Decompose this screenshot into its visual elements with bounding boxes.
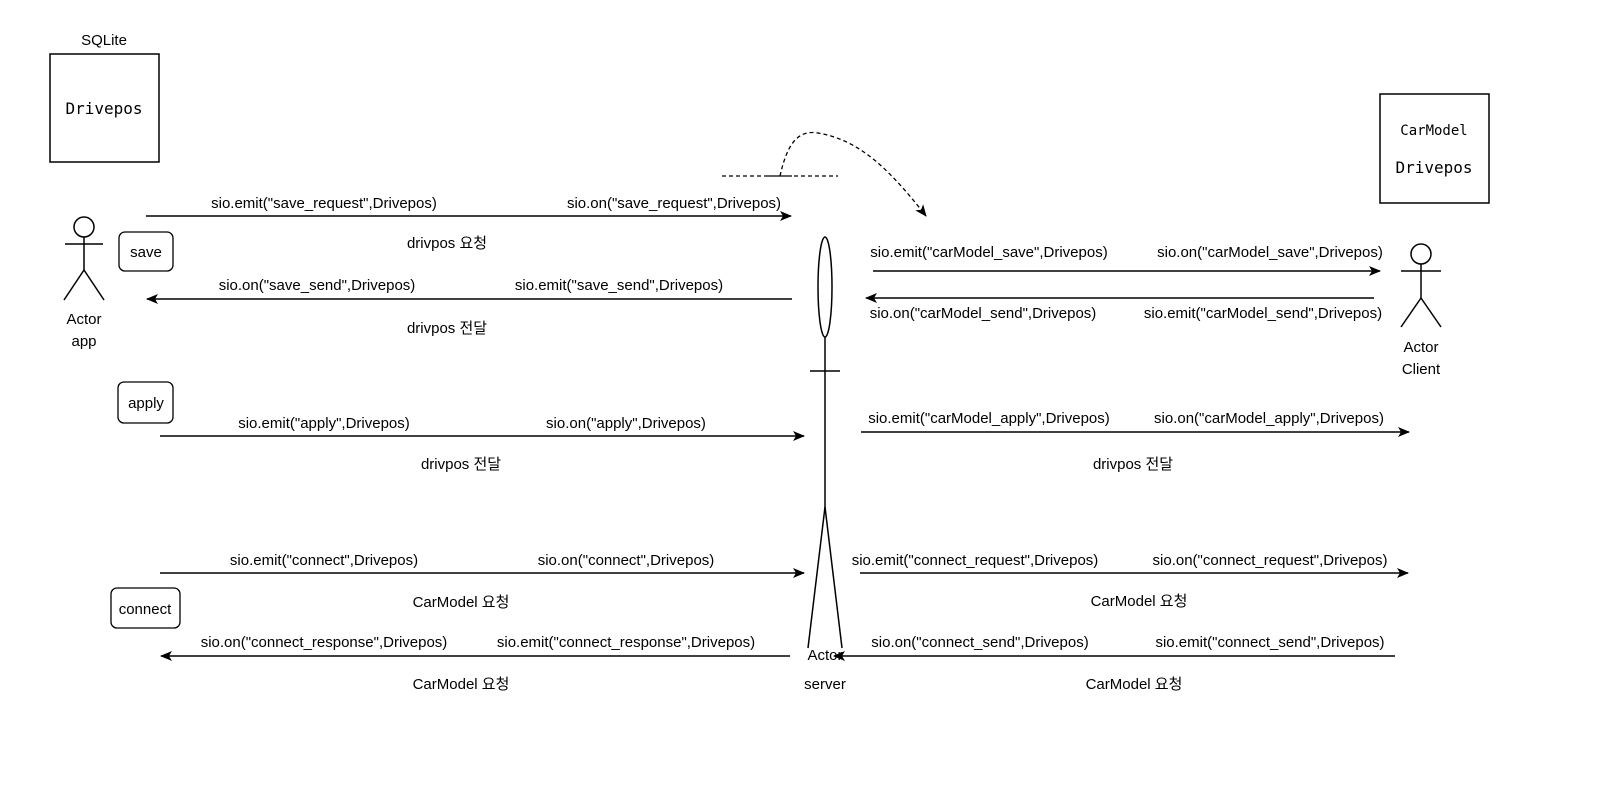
label-apply-emit: sio.emit("apply",Drivepos) (238, 415, 410, 432)
label-connect-note: CarModel 요청 (413, 594, 510, 611)
sqlite-database-box: SQLite Drivepos (49, 32, 160, 163)
label-connect-request-note: CarModel 요청 (1091, 593, 1188, 610)
label-connect-send-emit: sio.emit("connect_send",Drivepos) (1155, 634, 1384, 651)
sqlite-caption: SQLite (81, 32, 127, 49)
actor-client-figure (1400, 243, 1442, 328)
label-connect-response-emit: sio.emit("connect_response",Drivepos) (497, 634, 755, 651)
message-arrows (146, 211, 1410, 661)
label-connect-send-note: CarModel 요청 (1086, 676, 1183, 693)
label-carmodel-apply-on: sio.on("carModel_apply",Drivepos) (1154, 410, 1384, 427)
label-connect-response-on: sio.on("connect_response",Drivepos) (201, 634, 448, 651)
apply-button-label: apply (128, 395, 164, 412)
label-connect-request-emit: sio.emit("connect_request",Drivepos) (852, 552, 1099, 569)
carmodel-box: CarModel Drivepos (1379, 93, 1490, 204)
connect-button-label: connect (119, 601, 172, 618)
label-save-send-note: drivpos 전달 (407, 320, 487, 337)
label-carmodel-save-emit: sio.emit("carModel_save",Drivepos) (870, 244, 1107, 261)
label-connect-send-on: sio.on("connect_send",Drivepos) (871, 634, 1088, 651)
label-save-request-note: drivpos 요청 (407, 235, 487, 252)
label-save-send-emit: sio.emit("save_send",Drivepos) (515, 277, 723, 294)
connect-button[interactable]: connect (110, 587, 181, 629)
save-button-label: save (130, 244, 162, 261)
label-connect-request-on: sio.on("connect_request",Drivepos) (1153, 552, 1388, 569)
label-connect-response-note: CarModel 요청 (413, 676, 510, 693)
label-carmodel-send-emit: sio.emit("carModel_send",Drivepos) (1144, 305, 1382, 322)
message-labels: sio.emit("save_request",Drivepos) sio.on… (201, 195, 1388, 693)
dashed-connector (722, 131, 927, 217)
label-connect-emit: sio.emit("connect",Drivepos) (230, 552, 418, 569)
actor-client-label-line2: Client (1402, 361, 1441, 378)
actor-server-figure (807, 236, 843, 649)
label-carmodel-send-on: sio.on("carModel_send",Drivepos) (870, 305, 1097, 322)
label-carmodel-apply-emit: sio.emit("carModel_apply",Drivepos) (868, 410, 1110, 427)
label-apply-on: sio.on("apply",Drivepos) (546, 415, 706, 432)
actor-client-label-line1: Actor (1403, 339, 1438, 356)
actor-app-label-line2: app (71, 333, 96, 350)
actor-app-label-line1: Actor (66, 311, 101, 328)
carmodel-drivepos-label: Drivepos (1395, 158, 1472, 177)
actor-server-label-line2: server (804, 676, 846, 693)
label-save-request-on: sio.on("save_request",Drivepos) (567, 195, 781, 212)
label-carmodel-save-on: sio.on("carModel_save",Drivepos) (1157, 244, 1383, 261)
label-save-send-on: sio.on("save_send",Drivepos) (219, 277, 416, 294)
save-button[interactable]: save (118, 231, 174, 272)
carmodel-label: CarModel (1400, 123, 1467, 139)
label-carmodel-apply-note: drivpos 전달 (1093, 456, 1173, 473)
actor-app-figure (63, 216, 105, 301)
label-connect-on: sio.on("connect",Drivepos) (538, 552, 715, 569)
label-save-request-emit: sio.emit("save_request",Drivepos) (211, 195, 437, 212)
label-apply-note: drivpos 전달 (421, 456, 501, 473)
apply-button[interactable]: apply (117, 381, 174, 424)
sqlite-drivepos-label: Drivepos (65, 99, 142, 118)
